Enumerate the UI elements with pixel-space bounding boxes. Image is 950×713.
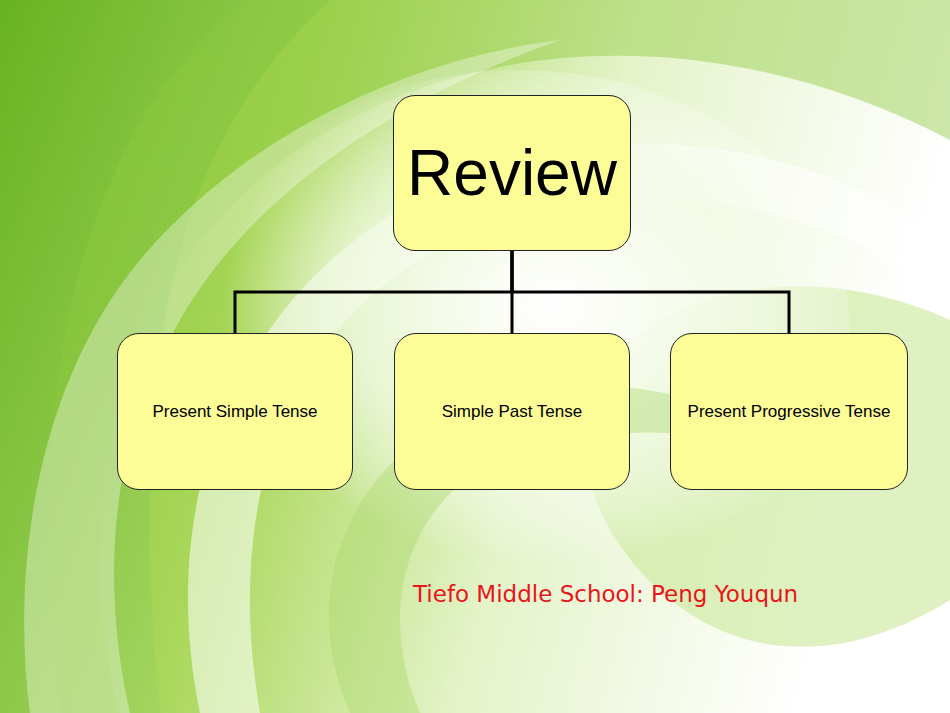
tense-box: Present Progressive Tense	[670, 333, 908, 490]
tense-name: Simple Past Tense	[442, 402, 582, 422]
tense-name: Present Simple Tense	[152, 402, 317, 422]
tree-connector	[235, 251, 512, 333]
tense-name: Present Progressive Tense	[688, 402, 891, 422]
tense-box: Simple Past Tense	[394, 333, 630, 490]
tense-box: Present Simple Tense	[117, 333, 353, 490]
root-box: Review	[393, 95, 631, 251]
author-credit: Tiefo Middle School: Peng Youqun	[413, 581, 798, 607]
tree-connector	[512, 251, 789, 333]
root-title: Review	[407, 136, 617, 210]
